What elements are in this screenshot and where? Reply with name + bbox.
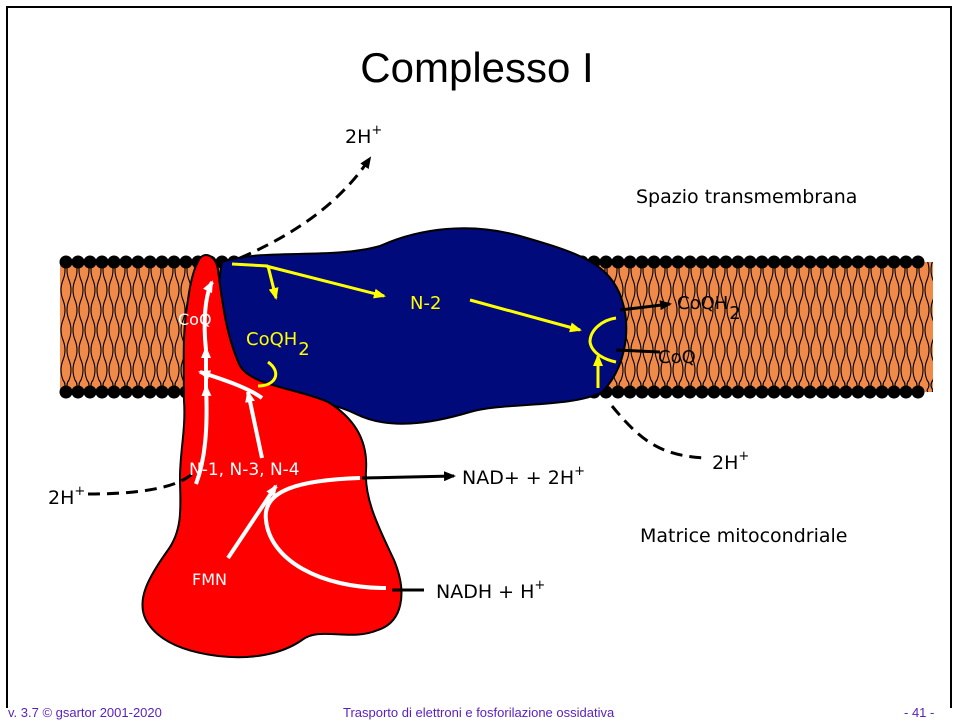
lipid-head bbox=[720, 256, 733, 269]
lipid-head bbox=[876, 386, 889, 399]
lipid-head bbox=[144, 256, 157, 269]
lipid-head bbox=[840, 256, 853, 269]
lipid-head bbox=[648, 386, 661, 399]
lipid-head bbox=[720, 386, 733, 399]
lipid-head bbox=[624, 256, 637, 269]
lipid-head bbox=[816, 256, 829, 269]
lipid-head bbox=[72, 256, 85, 269]
lipid-head bbox=[660, 256, 673, 269]
lipid-head bbox=[84, 256, 97, 269]
fmn-label: FMN bbox=[192, 570, 227, 589]
lipid-head bbox=[600, 256, 613, 269]
lipid-head bbox=[672, 256, 685, 269]
lipid-head bbox=[72, 386, 85, 399]
footer-page-number: - 41 - bbox=[904, 705, 934, 720]
lipid-head bbox=[84, 386, 97, 399]
lipid-head bbox=[804, 386, 817, 399]
lipid-head bbox=[156, 386, 169, 399]
lipid-head bbox=[864, 386, 877, 399]
nad-arrow bbox=[362, 476, 454, 478]
lipid-head bbox=[624, 386, 637, 399]
lipid-head bbox=[180, 256, 193, 269]
lipid-head bbox=[744, 386, 757, 399]
left-2h-label: 2H+ bbox=[48, 484, 85, 509]
lipid-head bbox=[96, 256, 109, 269]
lipid-head bbox=[756, 386, 769, 399]
lipid-head bbox=[744, 256, 757, 269]
lipid-head bbox=[852, 386, 865, 399]
lipid-head bbox=[108, 256, 121, 269]
lipid-head bbox=[804, 256, 817, 269]
lipid-head bbox=[912, 386, 925, 399]
lipid-head bbox=[732, 386, 745, 399]
matrix-label: Matrice mitocondriale bbox=[640, 525, 848, 547]
top-proton-arrow bbox=[240, 158, 370, 258]
lipid-head bbox=[912, 256, 925, 269]
lipid-head bbox=[684, 256, 697, 269]
lipid-head bbox=[840, 386, 853, 399]
lipid-head bbox=[900, 256, 913, 269]
lipid-head bbox=[636, 386, 649, 399]
lipid-head bbox=[648, 256, 661, 269]
lipid-head bbox=[732, 256, 745, 269]
lipid-head bbox=[852, 256, 865, 269]
lipid-head bbox=[108, 386, 121, 399]
out-coq-label: CoQ bbox=[658, 347, 696, 368]
lipid-head bbox=[696, 386, 709, 399]
right-proton-arrow bbox=[612, 406, 706, 458]
lipid-head bbox=[756, 256, 769, 269]
lipid-head bbox=[96, 386, 109, 399]
footer-title: Trasporto di elettroni e fosforilazione … bbox=[343, 705, 614, 720]
lipid-head bbox=[60, 386, 73, 399]
lipid-head bbox=[888, 386, 901, 399]
lipid-head bbox=[900, 386, 913, 399]
nad-label: NAD+ + 2H+ bbox=[462, 464, 585, 489]
lipid-head bbox=[708, 386, 721, 399]
lipid-head bbox=[780, 386, 793, 399]
lipid-head bbox=[828, 386, 841, 399]
lipid-head bbox=[780, 256, 793, 269]
lipid-head bbox=[636, 256, 649, 269]
n134-label: N-1, N-3, N-4 bbox=[189, 460, 300, 480]
lipid-head bbox=[792, 256, 805, 269]
lipid-head bbox=[708, 256, 721, 269]
lipid-head bbox=[828, 256, 841, 269]
lipid-head bbox=[168, 386, 181, 399]
lipid-head bbox=[612, 256, 625, 269]
lipid-head bbox=[876, 256, 889, 269]
nadh-label: NADH + H+ bbox=[436, 578, 545, 603]
n2-label: N-2 bbox=[410, 293, 441, 314]
lipid-head bbox=[60, 256, 73, 269]
lipid-head bbox=[816, 386, 829, 399]
top-2h-label: 2H+ bbox=[345, 123, 382, 148]
lipid-head bbox=[768, 386, 781, 399]
lipid-head bbox=[792, 386, 805, 399]
lipid-head bbox=[120, 256, 133, 269]
lipid-head bbox=[168, 256, 181, 269]
lipid-head bbox=[132, 386, 145, 399]
footer-version: v. 3.7 © gsartor 2001-2020 bbox=[8, 705, 162, 720]
lipid-head bbox=[696, 256, 709, 269]
lipid-head bbox=[156, 256, 169, 269]
right-2h-label: 2H+ bbox=[712, 449, 749, 474]
lipid-head bbox=[888, 256, 901, 269]
lipid-head bbox=[144, 386, 157, 399]
intermembrane-label: Spazio transmembrana bbox=[636, 186, 857, 208]
lipid-head bbox=[672, 386, 685, 399]
lipid-head bbox=[768, 256, 781, 269]
lipid-head bbox=[612, 386, 625, 399]
lipid-head bbox=[120, 386, 133, 399]
lipid-head bbox=[132, 256, 145, 269]
lipid-head bbox=[864, 256, 877, 269]
red-coq-label: CoQ bbox=[178, 310, 212, 329]
lipid-head bbox=[684, 386, 697, 399]
lipid-head bbox=[660, 386, 673, 399]
